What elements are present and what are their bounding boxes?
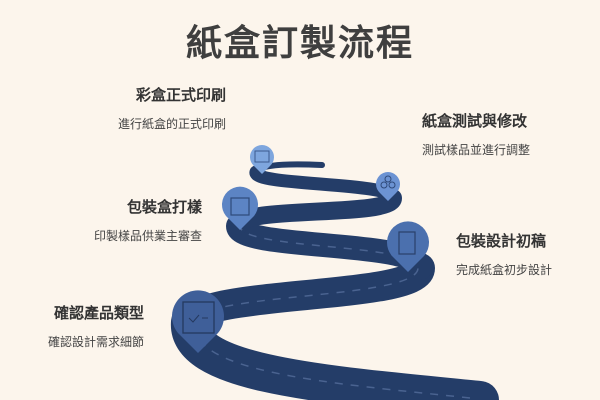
step-heading: 包裝盒打樣 xyxy=(126,198,202,216)
pin-step-4[interactable] xyxy=(387,221,430,272)
pin-step-3[interactable] xyxy=(222,186,259,230)
step-desc: 印製樣品供業主審查 xyxy=(93,229,202,243)
step-desc: 確認設計需求細節 xyxy=(47,335,144,349)
step-desc: 進行紙盒的正式印刷 xyxy=(117,117,226,131)
step-heading: 包裝設計初稿 xyxy=(456,232,547,250)
page-title: 紙盒訂製流程 xyxy=(185,23,414,64)
step-5: 確認產品類型 確認設計需求細節 xyxy=(48,302,144,350)
step-heading: 彩盒正式印刷 xyxy=(135,86,226,104)
step-3: 包裝盒打樣 印製樣品供業主審查 xyxy=(94,196,202,244)
step-heading: 紙盒測試與修改 xyxy=(422,112,528,130)
pin-step-1[interactable] xyxy=(250,145,274,174)
step-4: 包裝設計初稿 完成紙盒初步設計 xyxy=(456,230,552,278)
step-desc: 完成紙盒初步設計 xyxy=(456,263,553,277)
step-heading: 確認產品類型 xyxy=(53,304,144,322)
pin-step-5[interactable] xyxy=(172,290,224,353)
step-desc: 測試樣品並進行調整 xyxy=(422,143,531,157)
pin-step-2[interactable] xyxy=(376,172,401,201)
step-1: 彩盒正式印刷 進行紙盒的正式印刷 xyxy=(118,84,226,132)
step-2: 紙盒測試與修改 測試樣品並進行調整 xyxy=(422,110,530,158)
